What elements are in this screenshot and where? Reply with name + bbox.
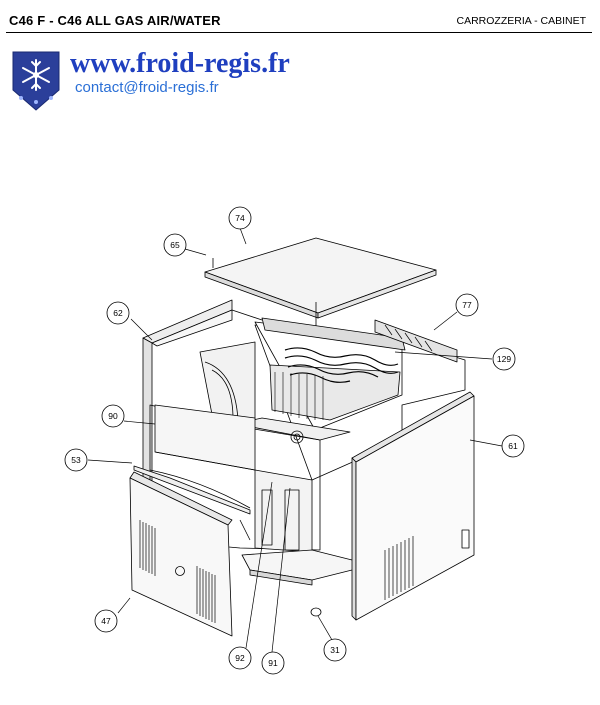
callout-label-31: 31	[330, 645, 340, 655]
top-lid-part	[204, 237, 437, 326]
callout-92	[228, 646, 252, 670]
callout-74	[228, 206, 252, 230]
front-strip-part	[133, 465, 251, 515]
callout-65	[163, 233, 187, 257]
callout-label-47: 47	[101, 616, 111, 626]
cabinet-body-part	[149, 309, 466, 586]
callout-label-77: 77	[462, 300, 472, 310]
callout-label-61: 61	[508, 441, 518, 451]
callout-129	[492, 347, 516, 371]
callout-label-65: 65	[170, 240, 180, 250]
evaporator-coil-part	[284, 347, 399, 383]
snowflake-logo-icon	[12, 51, 60, 111]
callout-label-90: 90	[108, 411, 118, 421]
callout-90	[101, 404, 125, 428]
callout-label-129: 129	[497, 354, 511, 364]
header-title: C46 F - C46 ALL GAS AIR/WATER	[9, 13, 221, 28]
callout-label-74: 74	[235, 213, 245, 223]
callout-91	[261, 651, 285, 675]
callout-label-92: 92	[235, 653, 245, 663]
header-section: CARROZZERIA - CABINET	[456, 15, 586, 27]
callout-61	[501, 434, 525, 458]
front-door-panel-part	[129, 471, 233, 637]
callout-53	[64, 448, 88, 472]
email-link[interactable]: contact@froid-regis.fr	[75, 79, 219, 96]
callout-47	[94, 609, 118, 633]
right-side-panel-part	[351, 391, 475, 621]
callout-label-53: 53	[71, 455, 81, 465]
header-divider	[6, 32, 592, 33]
website-link[interactable]: www.froid-regis.fr	[70, 48, 290, 79]
callout-label-91: 91	[268, 658, 278, 668]
callout-77	[455, 293, 479, 317]
callout-label-62: 62	[113, 308, 123, 318]
callout-31	[323, 638, 347, 662]
callout-62	[106, 301, 130, 325]
foot-part	[310, 607, 322, 617]
